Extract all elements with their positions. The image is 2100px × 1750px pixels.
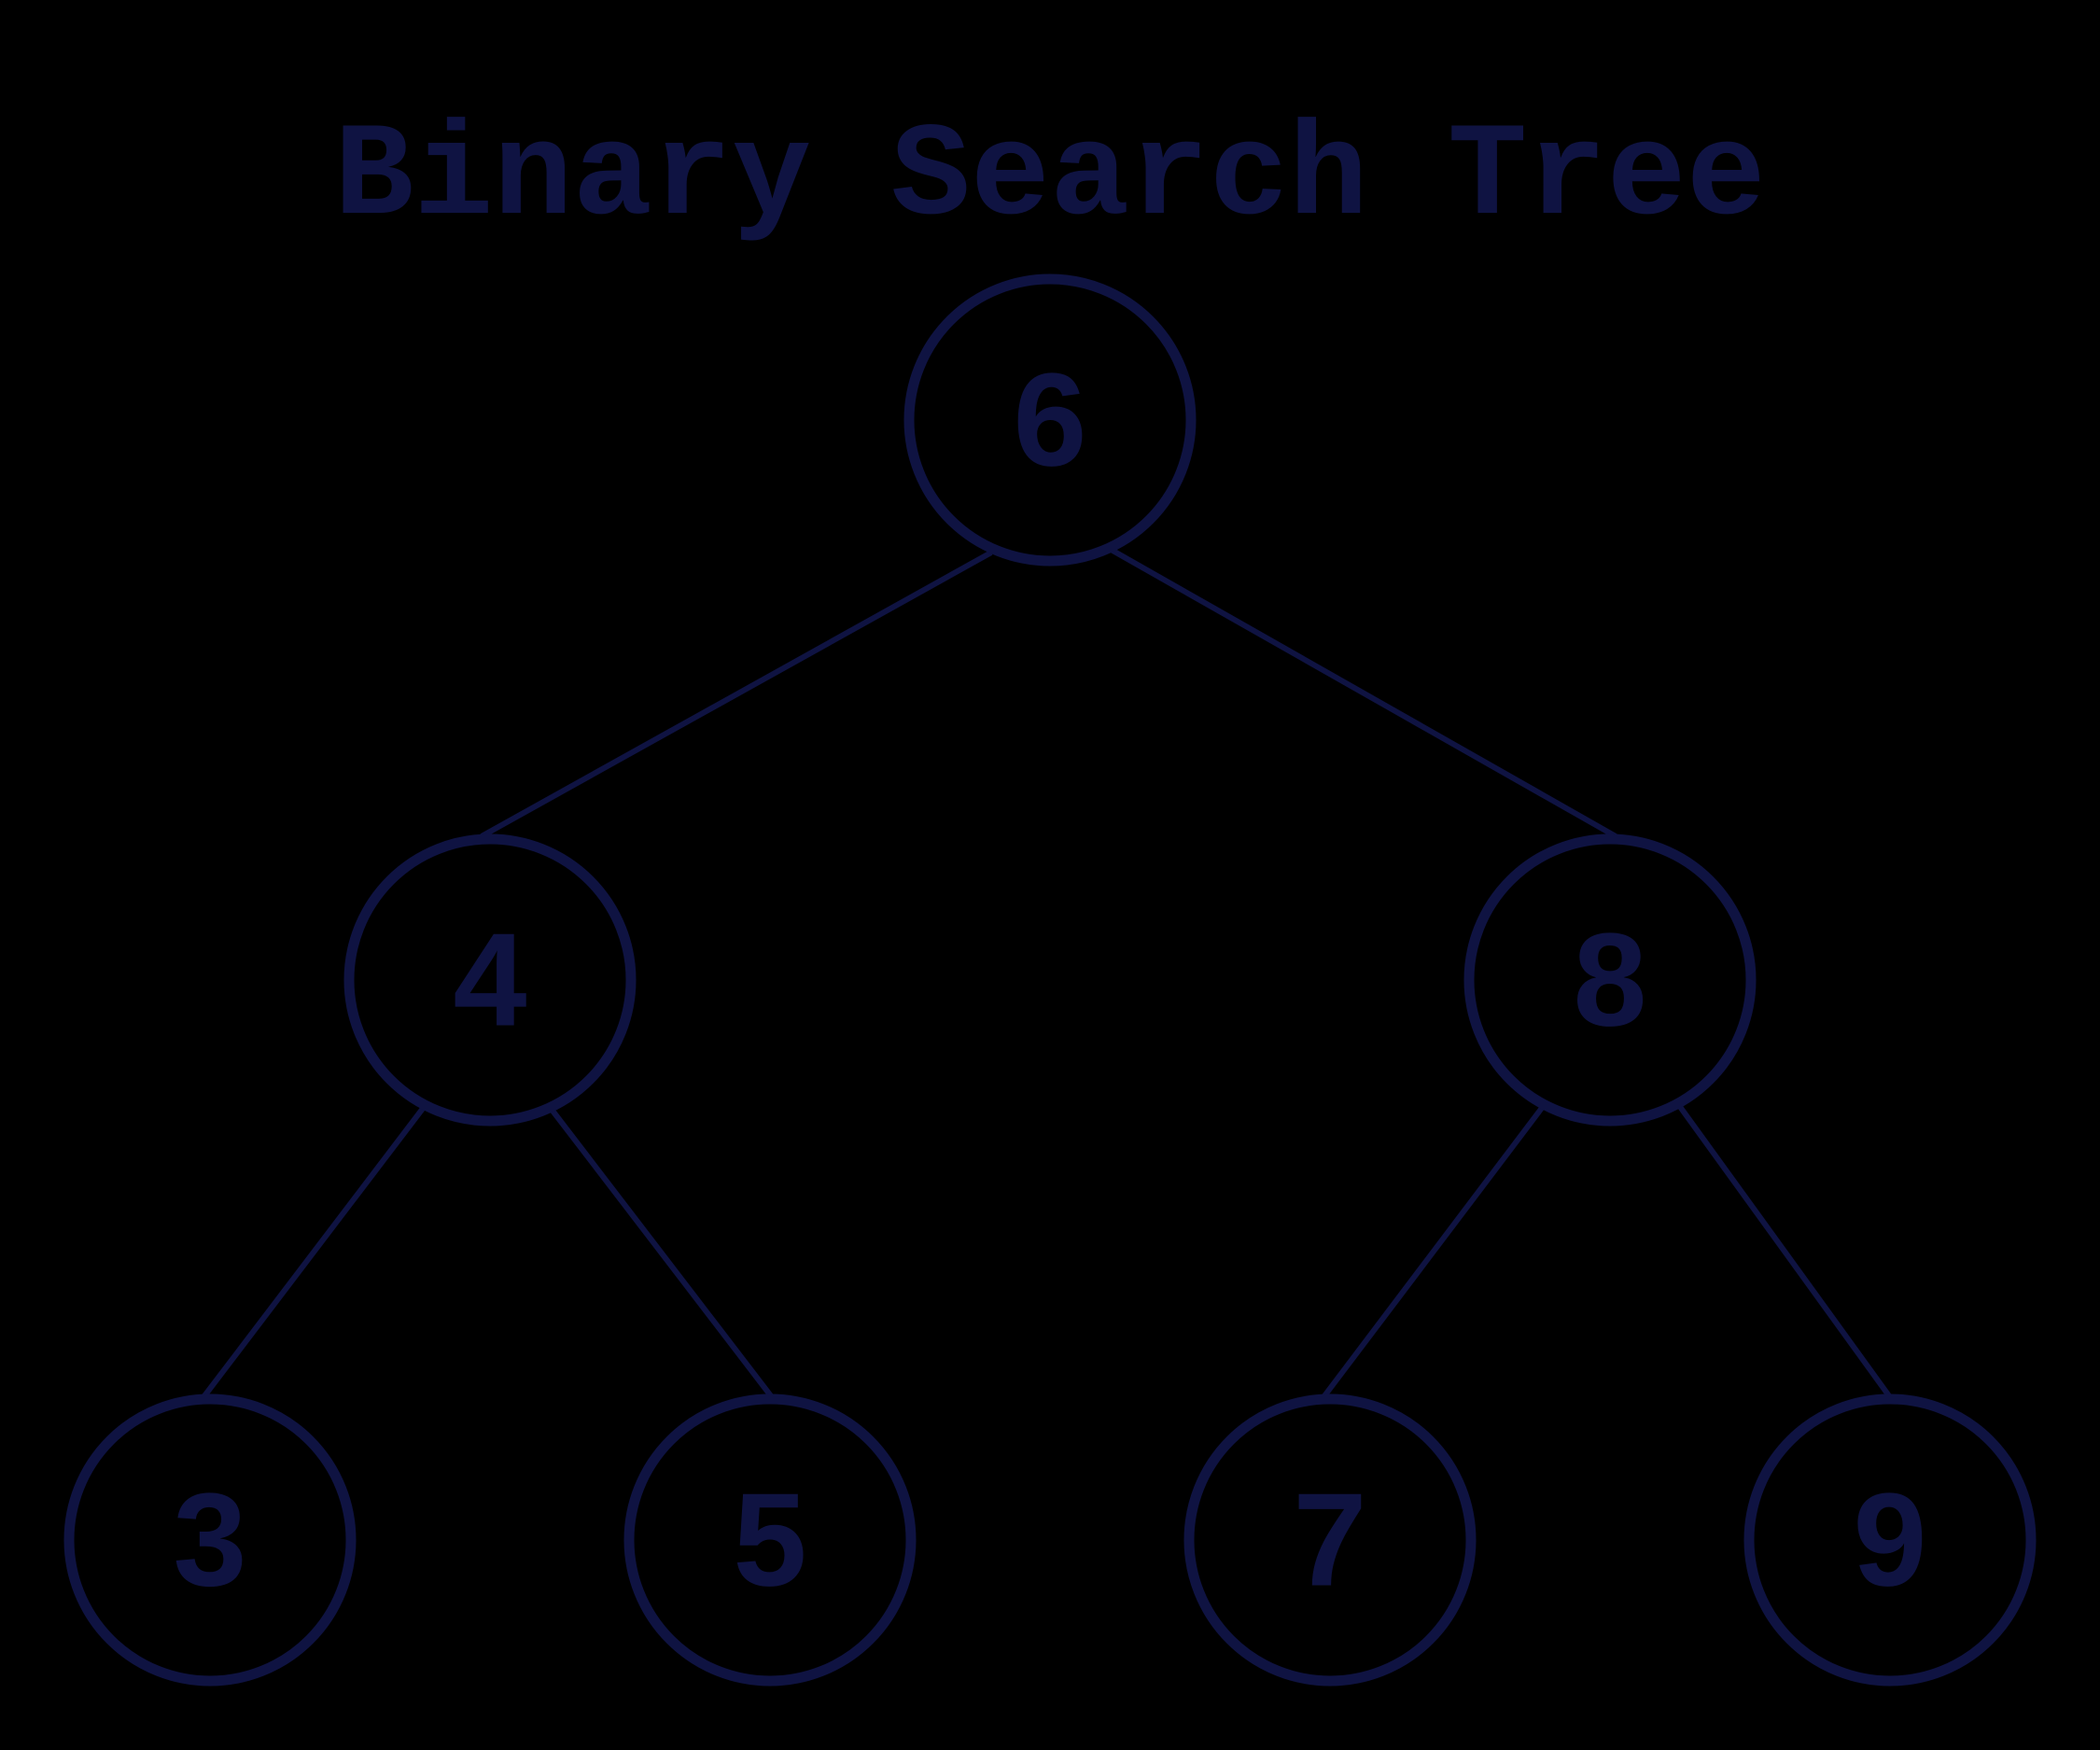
edge-8-7: [1321, 1106, 1545, 1399]
node-circle: [63, 1393, 357, 1687]
node-label: 3: [174, 1466, 247, 1615]
node-label: 8: [1574, 906, 1647, 1055]
node-label: 7: [1294, 1466, 1367, 1615]
edge-4-5: [550, 1109, 775, 1399]
edge-6-8: [1106, 545, 1617, 839]
node-label: 9: [1854, 1466, 1927, 1615]
edge-8-9: [1675, 1102, 1893, 1399]
tree-node: 3: [63, 1393, 357, 1687]
node-label: 4: [454, 906, 527, 1055]
nodes: 6 4 8 3 5 7 9: [63, 273, 2037, 1687]
node-circle: [623, 1393, 917, 1687]
node-label: 6: [1014, 346, 1087, 495]
tree-node: 8: [1463, 833, 1757, 1127]
edges: [201, 545, 1893, 1399]
edge-6-4: [480, 550, 993, 839]
node-label: 5: [734, 1466, 807, 1615]
node-circle: [903, 273, 1197, 567]
node-circle: [1463, 833, 1757, 1127]
tree-node: 4: [343, 833, 637, 1127]
tree-node: 7: [1183, 1393, 1477, 1687]
tree-node: 9: [1743, 1393, 2037, 1687]
diagram-title: Binary Search Tree: [334, 103, 1766, 253]
node-circle: [343, 833, 637, 1127]
tree-node: 5: [623, 1393, 917, 1687]
node-circle: [1743, 1393, 2037, 1687]
edge-4-3: [201, 1104, 427, 1399]
node-circle: [1183, 1393, 1477, 1687]
tree-node: 6: [903, 273, 1197, 567]
